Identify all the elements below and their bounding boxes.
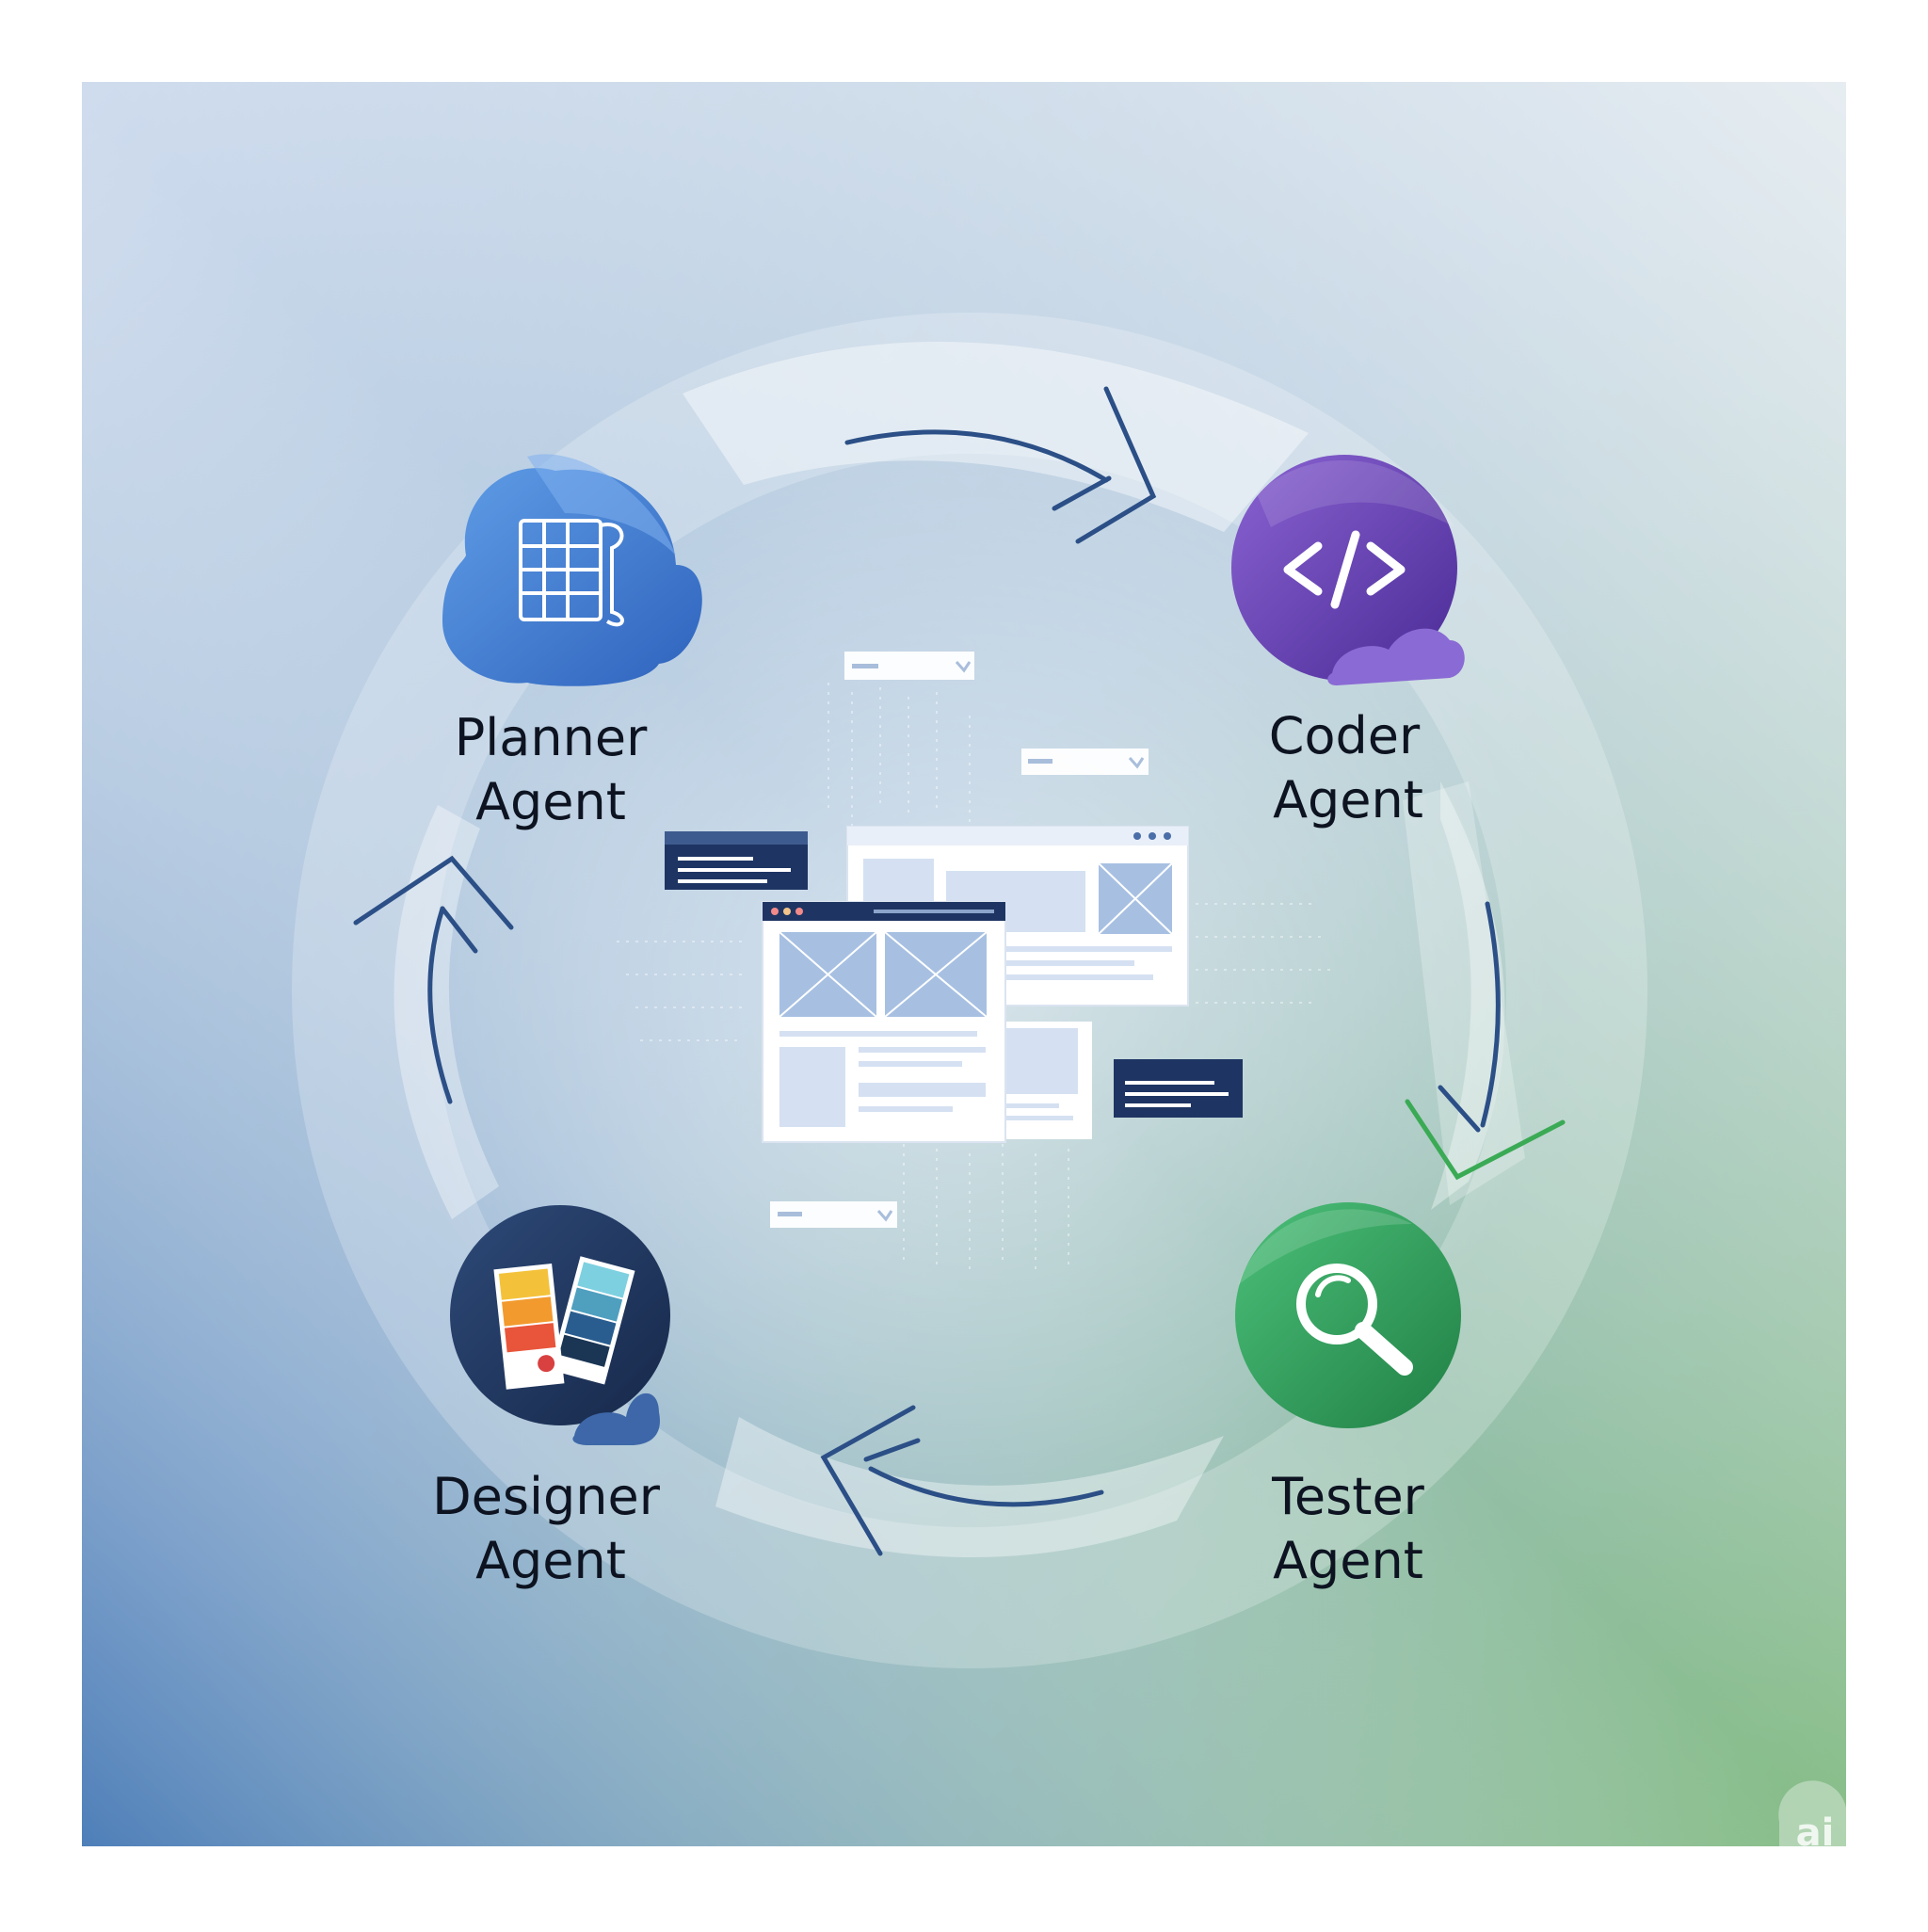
planner-agent-node: Planner Agent bbox=[442, 454, 702, 831]
arrow-tester-to-designer bbox=[820, 1405, 1104, 1556]
flow-band-bottom bbox=[715, 1417, 1224, 1558]
code-icon bbox=[1283, 530, 1406, 609]
planner-agent-label-line1: Planner bbox=[455, 708, 648, 767]
check-mark-icon bbox=[1405, 1099, 1566, 1181]
web-layout-wireframes-icon bbox=[617, 652, 1332, 1276]
magnifier-icon bbox=[1296, 1264, 1413, 1376]
ai-badge: ai bbox=[1778, 1780, 1846, 1855]
coder-agent-label-line2: Agent bbox=[1273, 770, 1423, 829]
tester-agent-node: Tester Agent bbox=[1235, 1202, 1461, 1590]
blueprint-icon bbox=[519, 519, 624, 627]
designer-agent-node: Designer Agent bbox=[432, 1205, 670, 1590]
tester-agent-circle bbox=[1235, 1202, 1461, 1428]
coder-agent-node: Coder Agent bbox=[1231, 455, 1465, 829]
flow-band-left bbox=[394, 805, 499, 1219]
color-swatch-icon bbox=[493, 1256, 635, 1390]
designer-agent-cloud bbox=[572, 1393, 660, 1445]
ai-badge-text: ai bbox=[1796, 1811, 1835, 1855]
designer-agent-label-line2: Agent bbox=[475, 1531, 626, 1590]
planner-agent-label-line2: Agent bbox=[475, 772, 626, 831]
designer-agent-circle bbox=[450, 1205, 670, 1425]
cycle-ring bbox=[292, 313, 1647, 1668]
tester-agent-label-line2: Agent bbox=[1273, 1531, 1423, 1590]
designer-agent-label-line1: Designer bbox=[432, 1467, 661, 1526]
tester-agent-label-line1: Tester bbox=[1271, 1467, 1425, 1526]
arrow-designer-to-planner bbox=[353, 855, 514, 1104]
coder-agent-cloud bbox=[1327, 628, 1465, 685]
arrow-coder-to-tester bbox=[1438, 901, 1501, 1133]
arrow-planner-to-coder bbox=[844, 386, 1157, 544]
coder-agent-label-line1: Coder bbox=[1269, 706, 1421, 765]
